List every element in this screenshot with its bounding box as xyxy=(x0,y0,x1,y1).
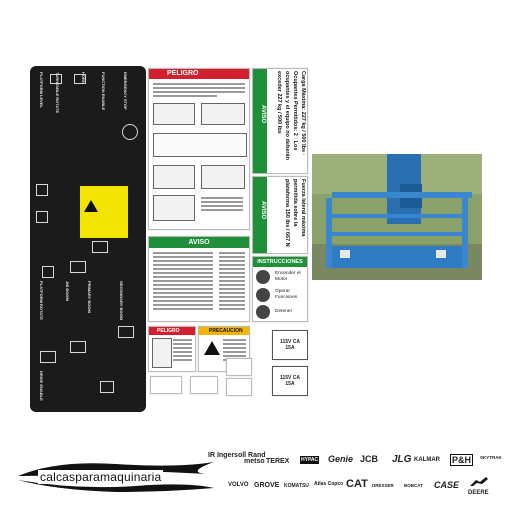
panel-label: PLATFORM ROTATE xyxy=(39,281,44,320)
hazard-pictogram xyxy=(153,165,195,189)
drive-icon xyxy=(40,351,56,363)
instruction-item: Operar Funciones xyxy=(275,289,298,300)
capacity-table xyxy=(153,133,247,157)
brand-logo: SKYTRAK xyxy=(480,455,502,460)
aviso-sticker: AVISO xyxy=(148,236,250,322)
brand-logo: Atlas Copco xyxy=(314,481,344,487)
control-panel-decal: EMERGENCY STOP FUNCTION ENABLE HORN TURN… xyxy=(30,66,146,412)
hazard-pictogram xyxy=(153,195,195,221)
instruction-item: Encender el Motor xyxy=(275,271,301,282)
outlet-text: 115V CA 15A xyxy=(279,339,300,351)
aviso-band xyxy=(253,177,267,253)
warning-label-yellow xyxy=(80,186,128,238)
danger-header: PELIGRO xyxy=(149,69,249,79)
jib-icon xyxy=(74,74,86,84)
deer-icon xyxy=(470,477,488,486)
brand-logo: Genie xyxy=(328,454,354,464)
brand-logo: DEERE xyxy=(468,490,489,496)
danger-sticker: PELIGRO xyxy=(148,68,250,230)
watermark-text: calcasparamaquinaria xyxy=(38,470,164,484)
brand-logo: TEREX xyxy=(266,458,290,465)
capacity-header: AVISO xyxy=(260,105,266,124)
aviso-text-block xyxy=(219,252,245,312)
outlet-text: 115V CA 15A xyxy=(279,375,300,387)
capacity-text: Carga Máxima: 227 kg / 500 lbs · Ocupant… xyxy=(276,71,306,160)
small-danger-header: PELIGRO xyxy=(149,327,195,335)
brand-logo: JLG xyxy=(392,454,412,465)
platform-photo xyxy=(312,154,482,280)
turntable-icon xyxy=(118,326,134,338)
brand-logo: JCB xyxy=(360,454,379,464)
panel-label: EMERGENCY STOP xyxy=(123,72,128,110)
aviso-text-block xyxy=(153,252,195,312)
aviso-text-block xyxy=(185,252,213,312)
brand-logo: IR Ingersoll Rand xyxy=(208,452,266,459)
stop-icon xyxy=(122,124,138,140)
wind-header: AVISO xyxy=(260,201,266,220)
brand-logo: metso xyxy=(244,458,265,465)
panel-label: PLATFORM LEVEL xyxy=(39,72,44,108)
joystick-icon xyxy=(256,288,270,302)
pictogram-decal xyxy=(226,358,252,376)
danger-text-block xyxy=(153,83,245,99)
pictogram-decal xyxy=(226,378,252,396)
panel-label: SECONDARY BOOM xyxy=(119,281,124,320)
brand-logo: P&H xyxy=(450,454,474,466)
panel-label: DRIVE ENABLE xyxy=(39,371,44,401)
aviso-header: AVISO xyxy=(149,237,249,248)
drive-icon xyxy=(42,266,54,278)
capacity-sticker: AVISO Carga Máxima: 227 kg / 500 lbs · O… xyxy=(252,68,308,174)
brand-logo: KALMAR xyxy=(414,457,440,463)
instructions-header: INSTRUCCIONES xyxy=(253,257,307,267)
hazard-pictogram xyxy=(201,103,245,125)
danger-text-block xyxy=(201,197,243,213)
wind-force-sticker: AVISO Fuerza lateral máxima permitida so… xyxy=(252,176,308,254)
wind-text: Fuerza lateral máxima permitida sobre la… xyxy=(284,179,306,247)
panel-label: FUNCTION ENABLE xyxy=(101,72,106,111)
brand-logo: DRESSER xyxy=(372,483,394,488)
brand-logo: CAT xyxy=(346,478,368,490)
instruction-item: Detener xyxy=(275,309,293,314)
key-icon xyxy=(256,270,270,284)
instructions-sticker: INSTRUCCIONES Encender el Motor Operar F… xyxy=(252,256,308,322)
brand-logo: HYPAC xyxy=(300,456,320,464)
brand-logo: VOLVO xyxy=(228,482,249,488)
small-caution-header: PRECAUCION xyxy=(199,327,249,335)
turntable-icon xyxy=(70,341,86,353)
hazard-pictogram xyxy=(201,165,245,189)
hazard-pictogram xyxy=(152,338,172,368)
warning-triangle-icon xyxy=(84,200,98,212)
rabbit-icon xyxy=(36,211,48,223)
outlet-label: 115V CA 15A xyxy=(272,366,308,396)
brand-logo: GROVE xyxy=(254,482,280,489)
warning-triangle-icon xyxy=(204,341,220,355)
platform-basket-image xyxy=(312,154,482,280)
boom-icon xyxy=(70,261,86,273)
small-danger-sticker: PELIGRO xyxy=(148,326,196,372)
brand-logo: BOBCAT xyxy=(404,483,423,488)
pictogram-decal xyxy=(150,376,182,394)
aviso-band xyxy=(253,69,267,173)
stop-icon xyxy=(256,305,270,319)
platform-icon xyxy=(50,74,62,84)
pictogram-decal xyxy=(190,376,218,394)
hazard-pictogram xyxy=(153,103,195,125)
tortoise-icon xyxy=(36,184,48,196)
brand-logo: KOMATSU xyxy=(284,483,309,489)
boom-icon xyxy=(92,241,108,253)
panel-label: PRIMARY BOOM xyxy=(87,281,92,313)
steer-icon xyxy=(100,381,114,393)
outlet-label: 115V CA 15A xyxy=(272,330,308,360)
panel-label: JIB BOOM xyxy=(65,281,70,301)
brand-logo: CASE xyxy=(434,480,460,490)
